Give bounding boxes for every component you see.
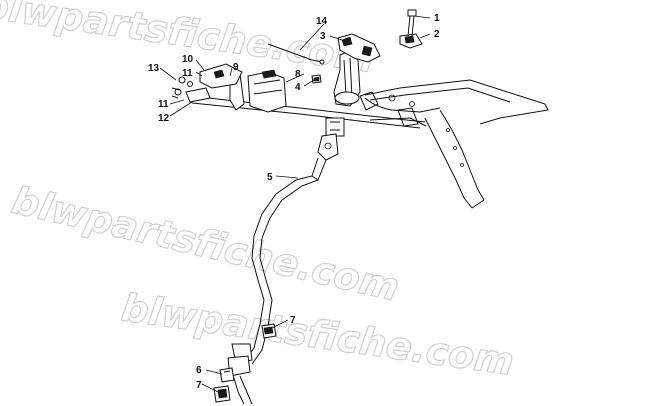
callout-12: 12 [158, 113, 170, 124]
watermark-text-lower: blwpartsfiche.com [119, 285, 517, 384]
callouts: 1 2 3 4 5 6 7 7 8 9 10 11 11 12 13 14 [148, 13, 440, 391]
leader-lines [159, 15, 431, 393]
callout-7-upper: 7 [290, 315, 296, 326]
nut-part-4 [311, 74, 322, 84]
cross-bar [189, 95, 426, 129]
callout-13: 13 [148, 63, 160, 74]
callout-2: 2 [434, 29, 440, 40]
cable-part-14 [267, 43, 325, 65]
upper-steering-head [333, 49, 361, 107]
callout-6: 6 [196, 365, 202, 376]
screw-parts-11-13 [171, 76, 211, 103]
bolt-part-1 [407, 9, 417, 37]
callout-1: 1 [434, 13, 440, 24]
universal-joint-upper [317, 117, 345, 161]
callout-8: 8 [295, 69, 301, 80]
callout-11-lower: 11 [158, 99, 169, 110]
bushing-part-7-lower [213, 385, 231, 403]
watermark-text-middle: blwpartsfiche.com [8, 178, 403, 310]
frame-chassis [359, 79, 549, 209]
watermark: blwpartsfiche.com blwpartsfiche.com blwp… [0, 0, 517, 385]
callout-3: 3 [320, 31, 326, 42]
callout-7-lower: 7 [196, 380, 202, 391]
callout-9: 9 [233, 62, 239, 73]
callout-14: 14 [316, 16, 328, 27]
bushing-part-6 [219, 367, 235, 383]
callout-11-upper: 11 [182, 68, 193, 79]
callout-4: 4 [295, 82, 301, 93]
clamp-part-3 [337, 33, 381, 63]
lower-steering-sleeve [227, 343, 253, 377]
callout-5: 5 [267, 172, 273, 183]
lower-end-stub [233, 375, 253, 405]
clamp-part-2 [399, 33, 423, 49]
housing-part-8 [247, 69, 287, 113]
bushing-part-7-upper [261, 323, 277, 339]
callout-10: 10 [182, 54, 194, 65]
